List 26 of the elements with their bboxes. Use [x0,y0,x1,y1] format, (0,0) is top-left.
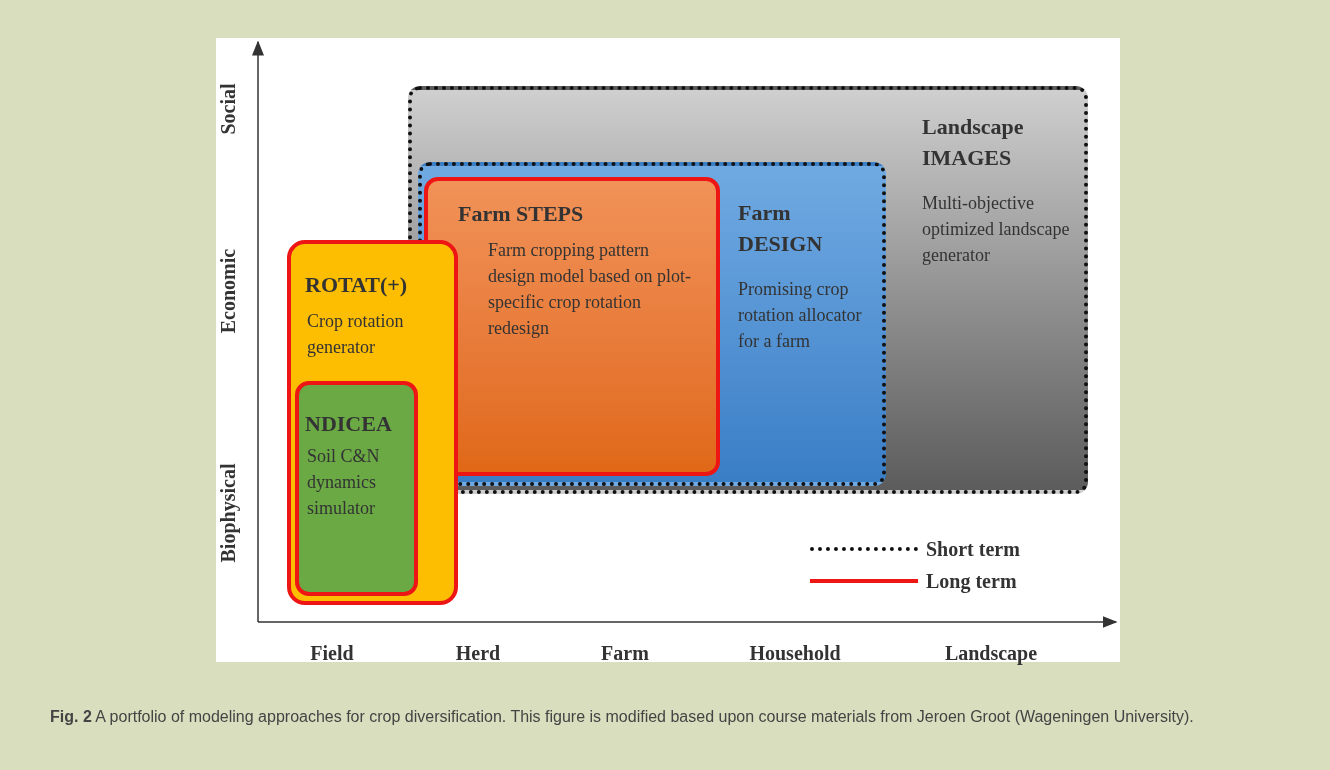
farm-scale-box [418,162,886,486]
model-title: Landscape IMAGES [922,113,1025,172]
axis-label: Economic [216,247,240,336]
axis-label: Biophysical [216,462,241,565]
axis-label: Field [309,641,355,666]
legend-text: Long term [926,569,1017,595]
landscape-scale-box [408,86,1088,494]
axis-label: Herd [454,641,502,666]
farm-model-box [424,177,720,476]
field-model-box [287,240,458,605]
model-title: ROTAT(+) [305,271,409,299]
axis-label: Household [748,641,842,666]
model-description: Multi-objective optimized landscape generator [922,192,1071,268]
legend-text: Short term [926,537,1020,562]
model-description: Crop rotation generator [307,310,405,360]
axis-label: Social [216,82,240,137]
model-title: Farm DESIGN [738,199,824,258]
model-title: NDICEA [305,410,393,438]
caption: Fig. 2 A portfolio of modeling approaches for crop diversification. This figure is modified based upon course materials from Jeroen Groot (Wageningen University). [50,707,1195,727]
model-title: Farm STEPS [458,200,585,228]
axis-label: Farm [600,641,650,666]
model-description: Soil C&N dynamics simulator [307,445,381,521]
model-description: Farm cropping pattern design model based on plot-specific crop rotation redesign [488,239,692,341]
model-description: Promising crop rotation allocator for a farm [738,278,863,354]
axis-label: Landscape [943,641,1039,667]
soil-model-box [295,381,418,596]
